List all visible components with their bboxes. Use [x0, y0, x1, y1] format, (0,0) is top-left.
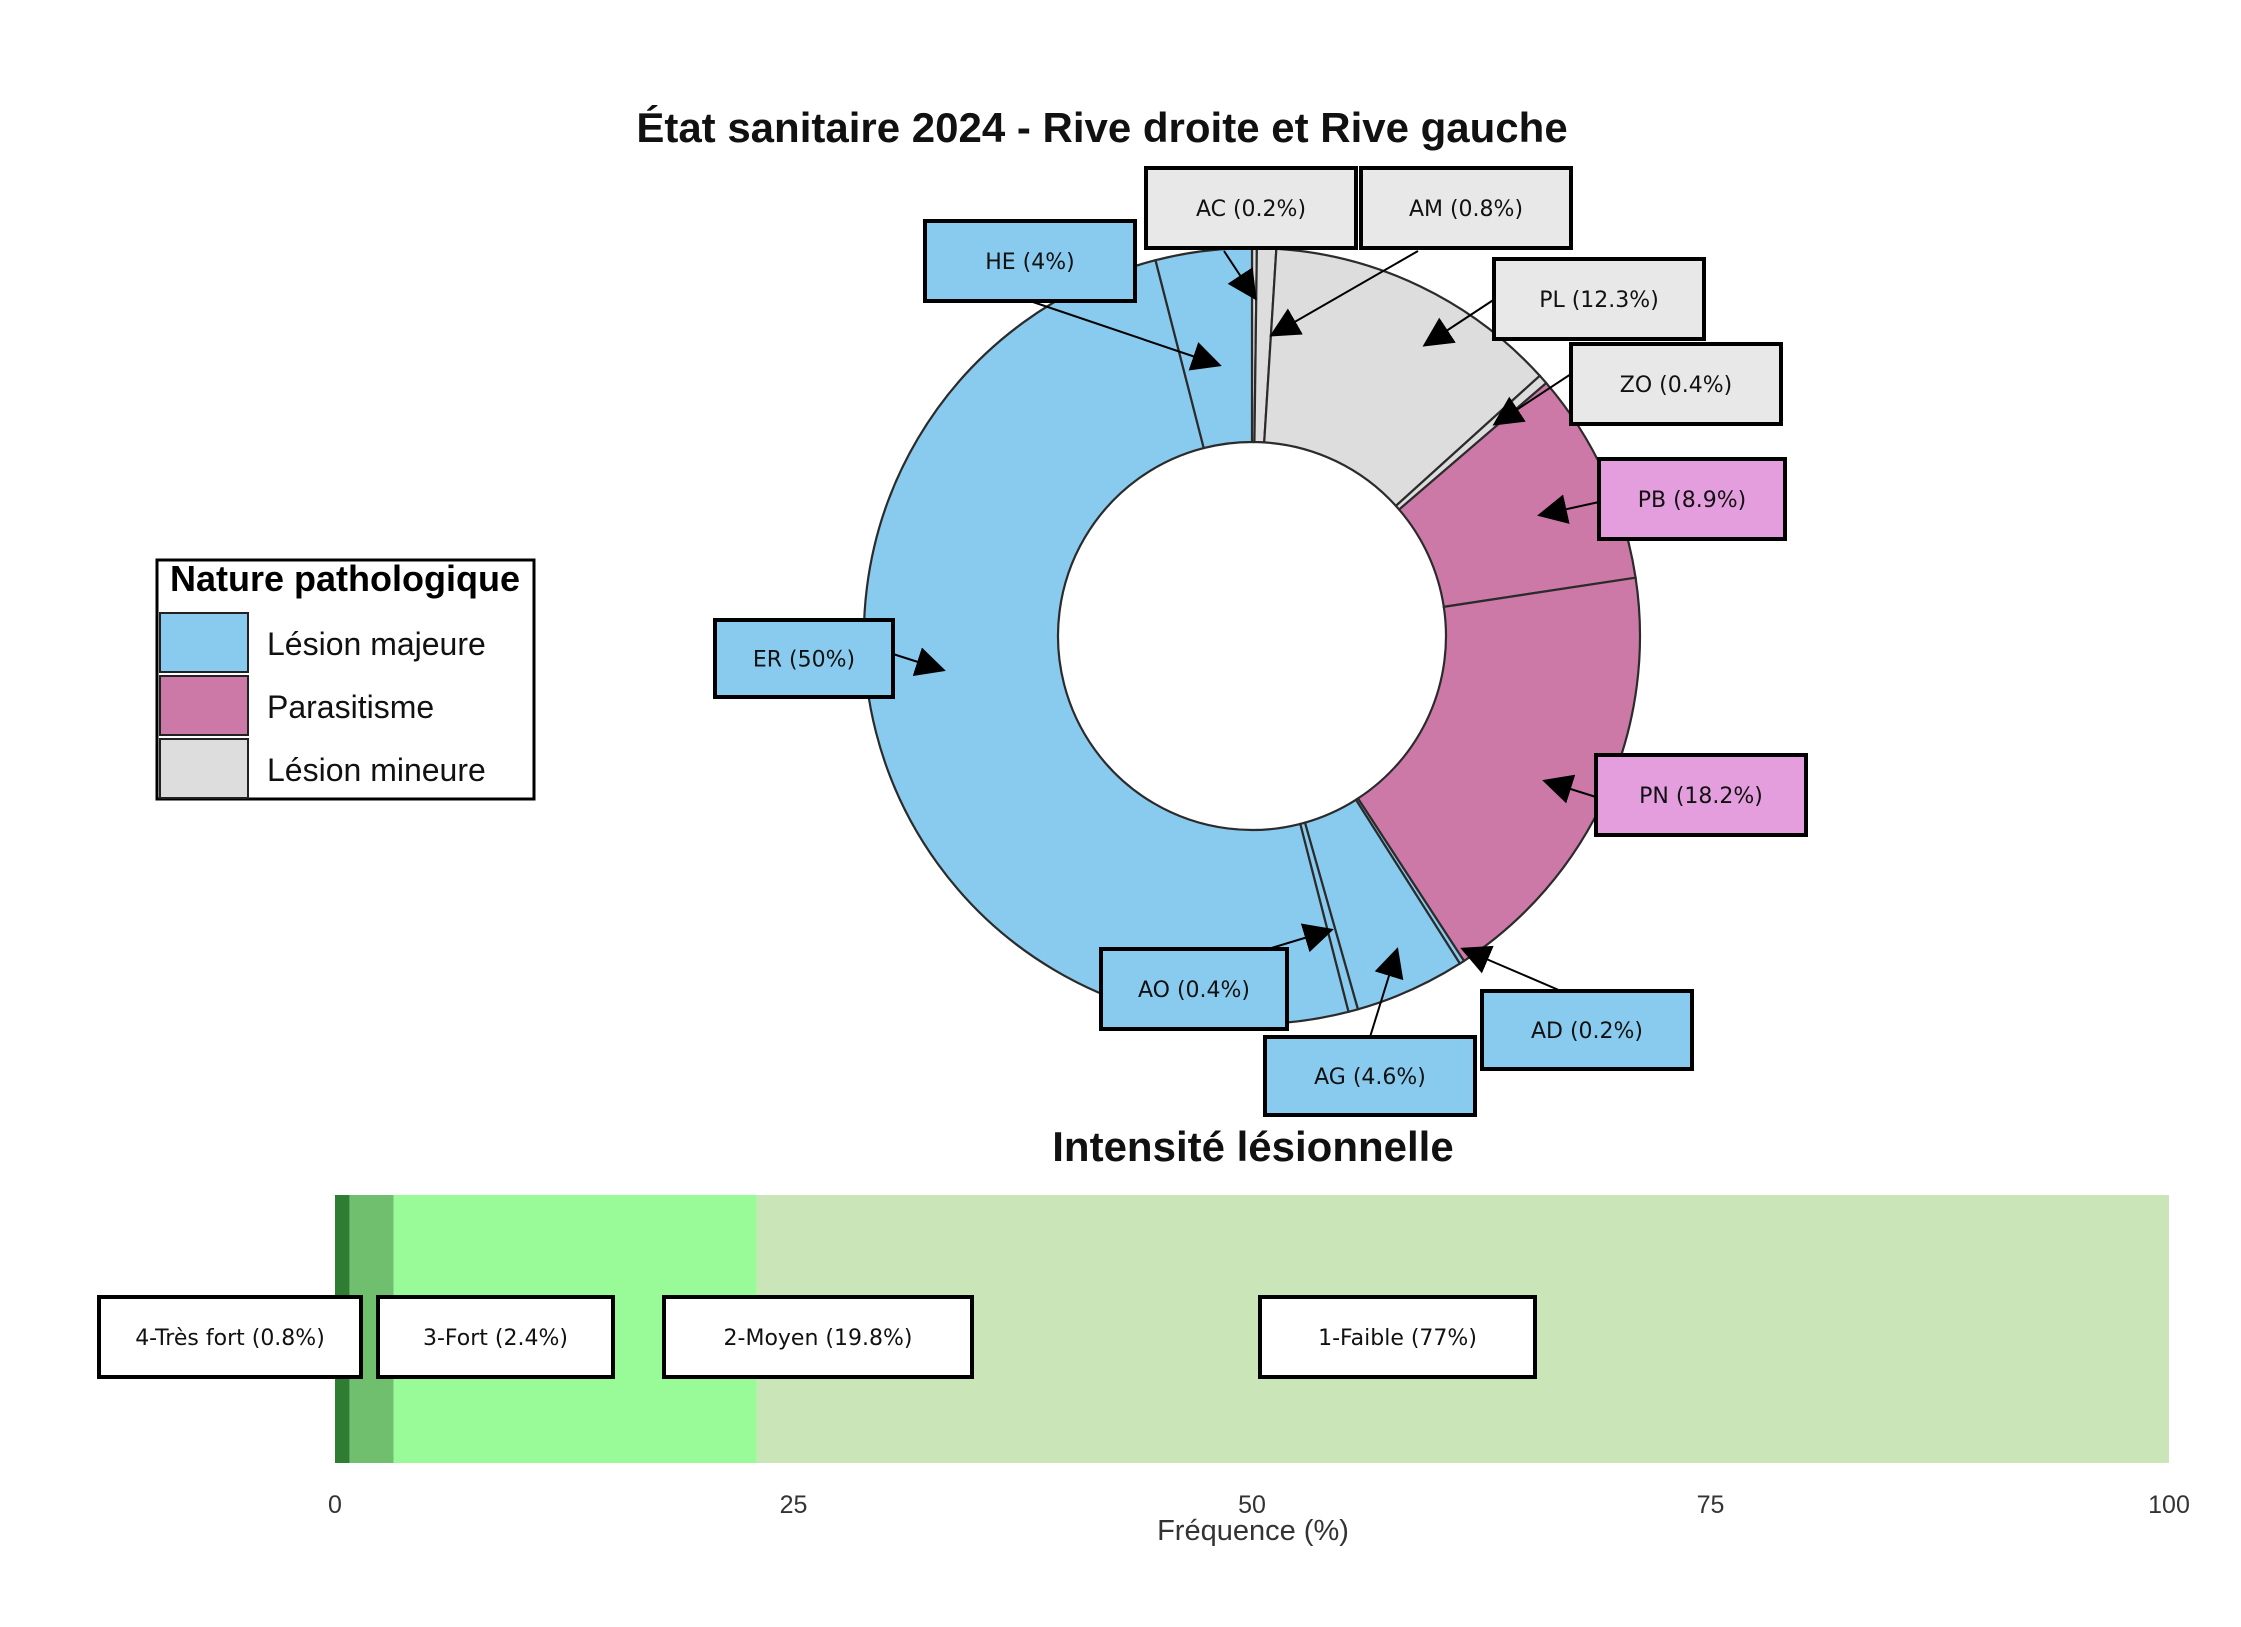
callout-label-zo: ZO (0.4%) [1620, 373, 1732, 398]
donut-chart-title: État sanitaire 2024 - Rive droite et Riv… [636, 104, 1567, 151]
callout-label-ag: AG (4.6%) [1314, 1065, 1426, 1090]
callout-box-pn [1594, 753, 1808, 837]
legend-title: Nature pathologique [170, 558, 520, 599]
callout-label-er: ER (50%) [753, 648, 855, 673]
legend-swatch-lesion-mineure [159, 738, 249, 799]
x-tick-label: 0 [328, 1491, 342, 1519]
callout-arrow-he [1029, 300, 1222, 371]
callout-box-am [1359, 166, 1573, 250]
bar-label-4-tres-fort: 4-Très fort (0.8%) [135, 1326, 325, 1351]
callout-label-pb: PB (8.9%) [1638, 488, 1746, 513]
legend-label-lesion-mineure: Lésion mineure [267, 752, 486, 788]
callout-box-zo [1569, 342, 1783, 426]
legend-swatch-lesion-majeure [159, 612, 249, 673]
callout-arrow-ag [1369, 947, 1404, 1038]
callout-box-er [713, 618, 895, 699]
callout-label-pn: PN (18.2%) [1639, 784, 1763, 809]
legend: Nature pathologique Lésion majeureParasi… [155, 558, 536, 801]
callout-box-ad [1480, 989, 1694, 1071]
donut-slices [862, 246, 1642, 1026]
callout-arrow-zo [1492, 373, 1572, 426]
callout-arrow-pn [1542, 774, 1597, 804]
callout-box-pb [1597, 457, 1787, 541]
bar-label-2-moyen: 2-Moyen (19.8%) [724, 1326, 913, 1351]
callout-arrow-am [1269, 250, 1419, 337]
callout-arrow-pb [1537, 494, 1600, 524]
bar-label-box-4-tres-fort [97, 1295, 363, 1379]
donut-callout-arrows [892, 250, 1600, 1038]
callout-arrow-ad [1460, 945, 1562, 992]
bar-labels: 4-Très fort (0.8%) 3-Fort (2.4%) 2-Moyen (… [97, 1295, 1537, 1379]
x-tick-label: 75 [1697, 1491, 1725, 1519]
bar-x-axis-title: Fréquence (%) [1157, 1515, 1349, 1547]
donut-slice-er [862, 258, 1350, 1026]
callout-arrow-ac [1223, 250, 1257, 301]
legend-label-parasitisme: Parasitisme [267, 689, 434, 725]
callout-box-ag [1263, 1035, 1477, 1117]
donut-slice-pl [1263, 247, 1542, 508]
bar-chart-title: Intensité lésionnelle [1052, 1123, 1453, 1170]
donut-callout-labels: AC (0.2%) AM (0.8%) PL (12.3%) ZO (0.4%) PB … [713, 166, 1808, 1117]
bar-label-box-1-faible [1258, 1295, 1537, 1379]
x-tick-label: 100 [2148, 1491, 2190, 1519]
callout-label-ao: AO (0.4%) [1138, 978, 1250, 1003]
callout-box-ao [1099, 947, 1289, 1031]
callout-arrow-ao [1267, 923, 1334, 953]
callout-label-pl: PL (12.3%) [1539, 288, 1659, 313]
callout-label-am: AM (0.8%) [1409, 197, 1523, 222]
donut-slice-pn [1356, 576, 1642, 963]
bar-label-3-fort: 3-Fort (2.4%) [423, 1326, 568, 1351]
callout-label-ad: AD (0.2%) [1531, 1019, 1643, 1044]
x-tick-label: 25 [780, 1491, 808, 1519]
legend-label-lesion-majeure: Lésion majeure [267, 626, 486, 662]
callout-label-ac: AC (0.2%) [1196, 197, 1306, 222]
bar-label-box-2-moyen [662, 1295, 974, 1379]
callout-arrow-er [892, 647, 946, 677]
callout-label-he: HE (4%) [985, 250, 1075, 275]
x-tick-label: 50 [1238, 1491, 1266, 1519]
bar-label-box-3-fort [376, 1295, 615, 1379]
callout-box-ac [1144, 166, 1358, 250]
legend-swatch-parasitisme [159, 675, 249, 736]
bar-label-1-faible: 1-Faible (77%) [1318, 1326, 1477, 1351]
callout-box-he [923, 219, 1137, 303]
bar-x-ticks: 0 25 50 75 100 [328, 1491, 2190, 1519]
callout-box-pl [1492, 257, 1706, 341]
